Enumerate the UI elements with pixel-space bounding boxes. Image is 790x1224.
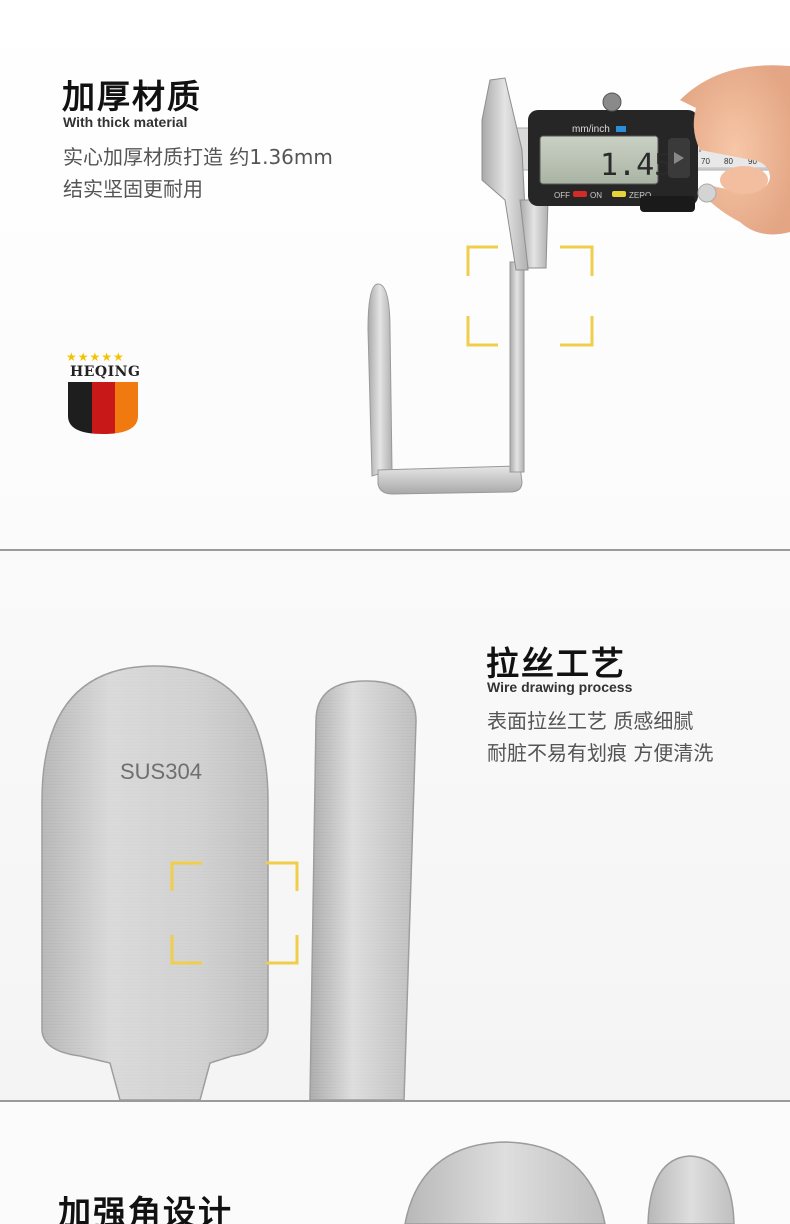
unit-label: mm/inch: [572, 124, 610, 135]
section-title: 拉丝工艺: [486, 644, 626, 683]
brand-logo: ★★★★★ HEQING: [64, 350, 142, 434]
section-title: 加强角设计: [58, 1193, 233, 1224]
wire-drawing-section: SUS304 拉丝工艺 Wire drawing process 表面拉丝工艺 …: [0, 551, 790, 1100]
engraving-text: SUS304: [120, 759, 202, 784]
thick-material-section: 加厚材质 With thick material 实心加厚材质打造 约1.36m…: [0, 0, 790, 549]
description-line: 实心加厚材质打造 约1.36mm: [63, 145, 333, 169]
brand-name: HEQING: [70, 364, 141, 380]
on-button-label: ON: [590, 191, 602, 200]
rating-stars-icon: ★★★★★: [66, 350, 125, 364]
unit-button: [616, 126, 626, 132]
scale-label: 90: [748, 157, 757, 166]
section-subtitle: With thick material: [63, 114, 188, 130]
reinforced-corner-section: 加强角设计: [0, 1102, 790, 1224]
section-divider: [0, 549, 790, 551]
description-line: 表面拉丝工艺 质感细腻: [487, 709, 694, 733]
zero-button-label: ZERO: [629, 191, 651, 200]
caliper-measurement-photo: 70 80 90 100 mm/inch 1.45 OFF ON ZERO: [367, 65, 790, 495]
focus-bracket: [466, 245, 594, 347]
description-line: 耐脏不易有划痕 方便清洗: [487, 741, 714, 765]
brushed-steel-photo: SUS304: [41, 665, 417, 1100]
section-description: 实心加厚材质打造 约1.36mm 结实坚固更耐用: [63, 141, 333, 205]
description-line: 结实坚固更耐用: [63, 177, 203, 201]
zero-button: [612, 191, 626, 197]
shield-icon: [68, 382, 138, 434]
off-button-label: OFF: [554, 191, 570, 200]
section-subtitle: Wire drawing process: [487, 679, 633, 695]
section-divider: [0, 1100, 790, 1102]
reinforced-hook-photo: [404, 1141, 735, 1224]
scale-label: 80: [724, 157, 733, 166]
scale-label: 70: [701, 157, 710, 166]
section-description: 表面拉丝工艺 质感细腻 耐脏不易有划痕 方便清洗: [487, 705, 713, 769]
caliper-reading: 1.45: [600, 148, 672, 183]
section-title: 加厚材质: [62, 77, 202, 116]
off-button: [573, 191, 587, 197]
focus-bracket: [170, 861, 299, 965]
